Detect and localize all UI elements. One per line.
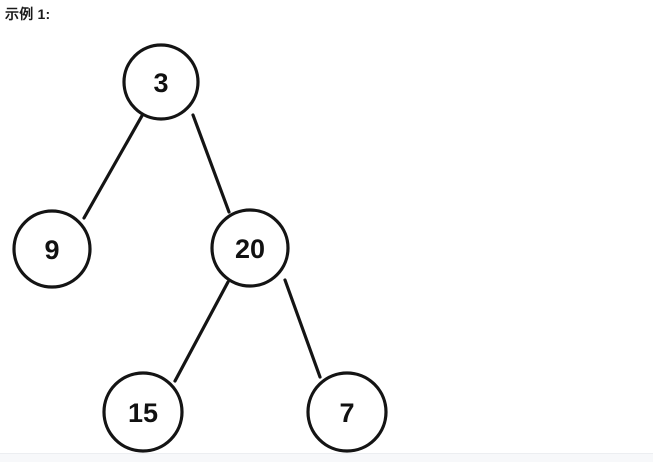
tree-node-circle: [12, 209, 92, 289]
tree-node-right-left: 15: [102, 371, 184, 453]
tree-node-label: 15: [128, 398, 158, 428]
tree-node-circle: [122, 43, 200, 121]
section-divider: [0, 453, 653, 462]
tree-node-right-right: 7: [306, 371, 388, 453]
tree-node-circle: [306, 371, 388, 453]
page-title: 示例 1:: [5, 6, 51, 22]
tree-node-root: 3: [122, 43, 200, 121]
tree-node-circle: [210, 208, 290, 288]
tree-node-right: 20: [210, 208, 290, 288]
tree-node-label: 7: [339, 398, 354, 428]
tree-node-label: 20: [235, 234, 265, 264]
tree-node-circle: [102, 371, 184, 453]
tree-edge-right-to-rightleft: [173, 280, 230, 383]
tree-node-left: 9: [12, 209, 92, 289]
tree-edge-right-to-rightright: [283, 278, 322, 379]
tree-edge-root-to-left: [82, 112, 145, 220]
tree-node-label: 9: [44, 235, 59, 265]
tree-node-label: 3: [153, 68, 168, 98]
tree-edge-root-to-right: [191, 113, 231, 214]
tree-edges-group: [82, 112, 322, 383]
